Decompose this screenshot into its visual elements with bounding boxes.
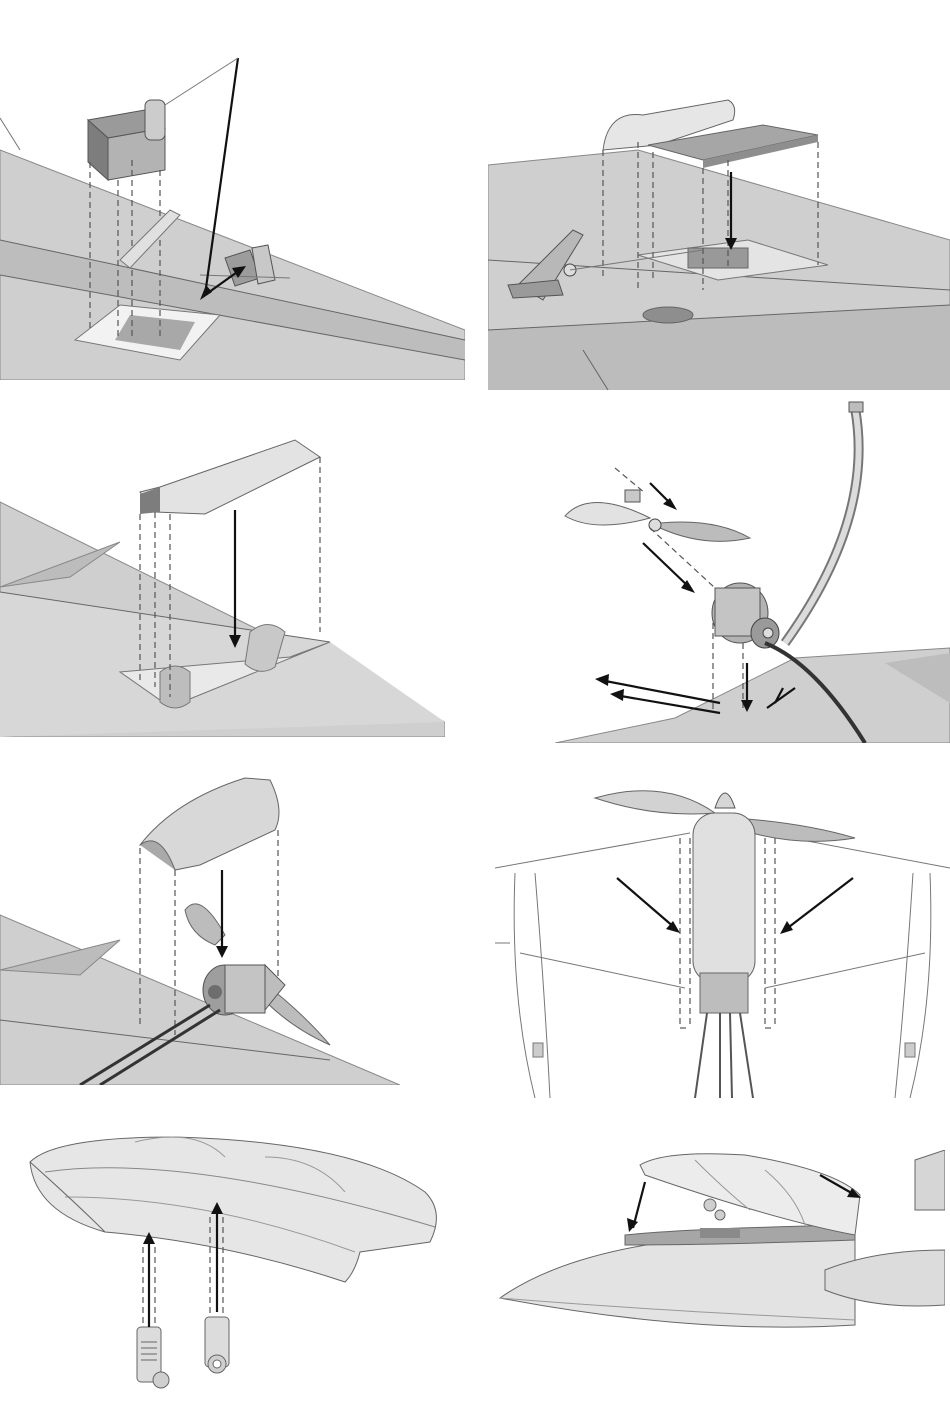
panel-motor-cowl-install: [0, 770, 400, 1085]
wing-surface: [0, 915, 400, 1085]
panel-propeller-motor-and-pushrod: [555, 398, 950, 743]
servo-bay-illustration: [0, 40, 465, 380]
pushrod-tube: [785, 408, 859, 643]
latch-left: [137, 1327, 169, 1388]
servo-body: [88, 100, 165, 180]
motor-cowl-illustration: [0, 770, 400, 1085]
panel-servo-into-wing-bay: [0, 40, 465, 380]
control-rod-exit: [643, 307, 693, 323]
latch-right: [205, 1317, 229, 1373]
canopy-shell: [30, 1137, 436, 1282]
propeller: [565, 490, 750, 541]
motor: [712, 583, 779, 648]
panel-canopy-with-latches: [25, 1132, 450, 1397]
canopy-latches-illustration: [25, 1132, 450, 1397]
panel-servo-cover-and-control-horn: [488, 90, 950, 390]
rear-view-illustration: [495, 778, 950, 1098]
top-fairing-part: [140, 440, 320, 514]
panel-rear-view-motor-mount: [495, 778, 950, 1098]
tail-fin: [915, 1150, 945, 1210]
canopy-raised: [640, 1154, 860, 1235]
right-boom: [895, 873, 931, 1098]
left-boom: [514, 873, 550, 1098]
propeller-motor-illustration: [555, 398, 950, 743]
panel-fairing-over-wing-slot: [0, 432, 445, 737]
canopy-fuselage-illustration: [495, 1150, 945, 1335]
servo-cover-illustration: [488, 90, 950, 390]
motor-housing: [693, 813, 755, 1013]
panel-canopy-on-fuselage: [495, 1150, 945, 1335]
cowl-part: [140, 778, 279, 870]
fairing-illustration: [0, 432, 445, 737]
